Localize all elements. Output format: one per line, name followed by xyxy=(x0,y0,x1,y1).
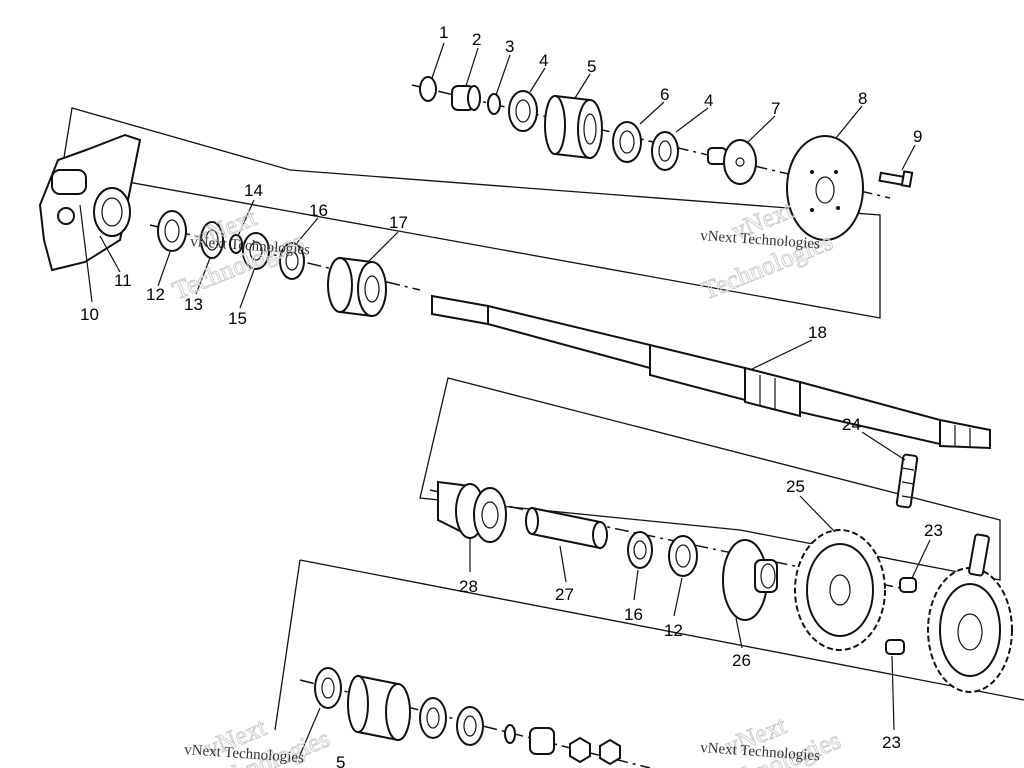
leader-lines xyxy=(79,42,931,756)
part-bearing-lower-a xyxy=(314,667,342,709)
label-part-10: 10 xyxy=(80,305,99,324)
part-bearing-12b xyxy=(668,535,698,577)
part-bearing-lower-c xyxy=(456,706,484,746)
part-bearing-a xyxy=(508,90,538,132)
middle-assembly xyxy=(419,377,1001,651)
part-flange-hub-26 xyxy=(722,539,778,621)
part-nut-b xyxy=(599,738,621,766)
part-bearing-16a xyxy=(279,242,305,280)
upper-assembly xyxy=(61,76,914,319)
part-axle xyxy=(431,294,991,450)
part-bearing-b xyxy=(612,121,642,163)
lower-assembly xyxy=(274,533,1024,768)
part-sprocket-lower xyxy=(927,567,1013,693)
label-part-5: 5 xyxy=(587,57,596,76)
part-hub-28 xyxy=(437,480,507,543)
part-seal-13 xyxy=(200,221,224,259)
part-circlip xyxy=(419,76,437,102)
label-part-12: 12 xyxy=(146,285,165,304)
part-sprocket-hub-17 xyxy=(327,256,387,318)
label-part-9: 9 xyxy=(913,127,922,146)
label-part-23-second: 23 xyxy=(882,733,901,752)
label-part-2: 2 xyxy=(472,30,481,49)
label-part-16: 16 xyxy=(309,201,328,220)
part-bearing-16b xyxy=(627,531,653,569)
part-chain-lower xyxy=(968,533,990,577)
label-part-23: 23 xyxy=(924,521,943,540)
label-part-25: 25 xyxy=(786,477,805,496)
part-collar-lower xyxy=(529,727,555,755)
part-oring-lower xyxy=(504,724,516,744)
part-dowel-23a xyxy=(899,577,917,593)
caliper-assembly xyxy=(38,133,142,272)
label-part-7: 7 xyxy=(771,99,780,118)
part-bearing-c xyxy=(651,131,679,171)
label-part-3: 3 xyxy=(505,37,514,56)
label-part-6: 6 xyxy=(660,85,669,104)
part-bearing-lower-b xyxy=(419,697,447,739)
part-dowel-23b xyxy=(885,639,905,655)
label-part-11: 11 xyxy=(114,271,132,290)
part-bolt xyxy=(878,170,914,188)
part-bearing-12a xyxy=(157,210,187,252)
label-part-1: 1 xyxy=(439,23,448,42)
label-part-27: 27 xyxy=(555,585,574,604)
part-sprocket-25 xyxy=(794,529,886,651)
part-brake-disc xyxy=(786,135,864,241)
label-part-15: 15 xyxy=(228,309,247,328)
part-housing-lower xyxy=(347,674,411,742)
part-spacer-15 xyxy=(242,232,270,270)
label-part-28: 28 xyxy=(459,577,478,596)
label-part-18: 18 xyxy=(808,323,827,342)
label-part-8: 8 xyxy=(858,89,867,108)
watermark-caption-right: vNext Technologies xyxy=(700,228,821,252)
part-labels: 1 2 3 4 5 6 4 7 8 9 10 11 12 13 14 15 16… xyxy=(80,23,943,768)
label-part-17: 17 xyxy=(389,213,408,232)
label-part-4-second: 4 xyxy=(704,91,713,110)
part-collar xyxy=(451,85,481,111)
part-o-ring xyxy=(487,93,501,115)
label-part-13: 13 xyxy=(184,295,203,314)
label-part-26: 26 xyxy=(732,651,751,670)
part-ring-14 xyxy=(229,234,243,254)
part-chain-24 xyxy=(895,453,919,509)
label-part-16-second: 16 xyxy=(624,605,643,624)
label-part-14: 14 xyxy=(244,181,263,200)
label-part-12-second: 12 xyxy=(664,621,683,640)
part-nut-a xyxy=(569,736,591,764)
label-part-5-second: 5 xyxy=(336,753,345,768)
part-spacer-tube-27 xyxy=(525,506,608,550)
label-part-4: 4 xyxy=(539,51,548,70)
part-hub xyxy=(707,139,757,185)
label-part-24: 24 xyxy=(842,415,861,434)
part-bearing-housing xyxy=(544,94,603,160)
